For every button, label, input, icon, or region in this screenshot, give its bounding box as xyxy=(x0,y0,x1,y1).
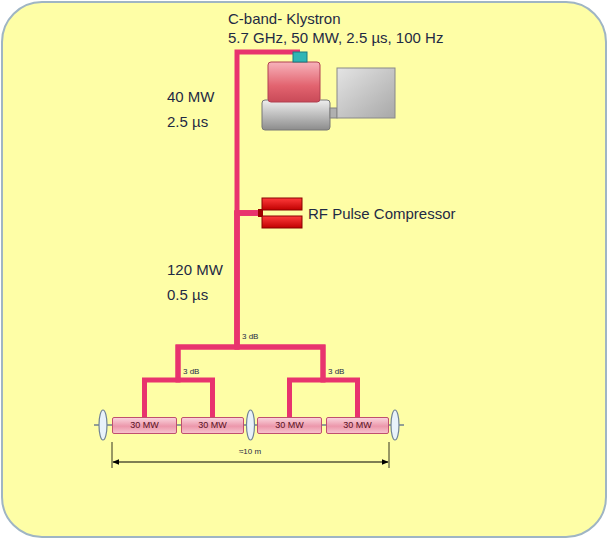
flange xyxy=(247,410,255,440)
dimension-extension xyxy=(112,442,113,468)
flange xyxy=(391,410,399,440)
compressor-illustration xyxy=(258,198,302,228)
klystron-illustration xyxy=(262,52,397,147)
accelerating-structure: 30 MW xyxy=(181,417,244,434)
power-pulse-label: 40 MW 2.5 µs xyxy=(167,84,221,134)
flange xyxy=(99,410,107,440)
waveguide xyxy=(237,213,358,417)
klystron-base xyxy=(262,100,330,130)
waveguide xyxy=(237,213,323,417)
device-name: C-band- Klystron xyxy=(228,9,443,28)
splitter-label: 3 dB xyxy=(183,367,199,377)
power-label: 30 MW xyxy=(198,420,227,431)
oil-tank xyxy=(337,68,395,118)
dimension-extension xyxy=(389,442,390,468)
node-caption: RF Pulse Compressor xyxy=(308,204,456,223)
accelerating-structure: 30 MW xyxy=(112,417,177,434)
waveguide xyxy=(178,213,258,417)
device-name: RF Pulse Compressor xyxy=(308,204,456,223)
dimension-line xyxy=(113,462,388,463)
rf-output-port xyxy=(293,52,307,62)
dimension-label: ≈10 m xyxy=(239,447,261,457)
power-label: 30 MW xyxy=(275,420,304,431)
waveguide xyxy=(145,213,259,417)
node-caption: C-band- Klystron5.7 GHz, 50 MW, 2.5 µs, … xyxy=(228,9,443,47)
klystron-body xyxy=(268,62,320,102)
device-specs: 5.7 GHz, 50 MW, 2.5 µs, 100 Hz xyxy=(228,28,443,47)
pulse-compressor: RF Pulse Compressor xyxy=(258,198,302,228)
accelerating-structure: 30 MW xyxy=(326,417,389,434)
klystron-stub xyxy=(330,108,337,118)
power-label: 30 MW xyxy=(130,420,159,431)
klystron: C-band- Klystron5.7 GHz, 50 MW, 2.5 µs, … xyxy=(262,52,397,147)
power-label: 30 MW xyxy=(343,420,372,431)
compressor-cavity xyxy=(262,198,302,210)
compressor-cavity xyxy=(262,216,302,228)
splitter-label: 3 dB xyxy=(242,332,258,342)
power-pulse-label: 120 MW 0.5 µs xyxy=(167,257,229,307)
splitter-label: 3 dB xyxy=(328,367,344,377)
accelerating-structure: 30 MW xyxy=(257,417,322,434)
